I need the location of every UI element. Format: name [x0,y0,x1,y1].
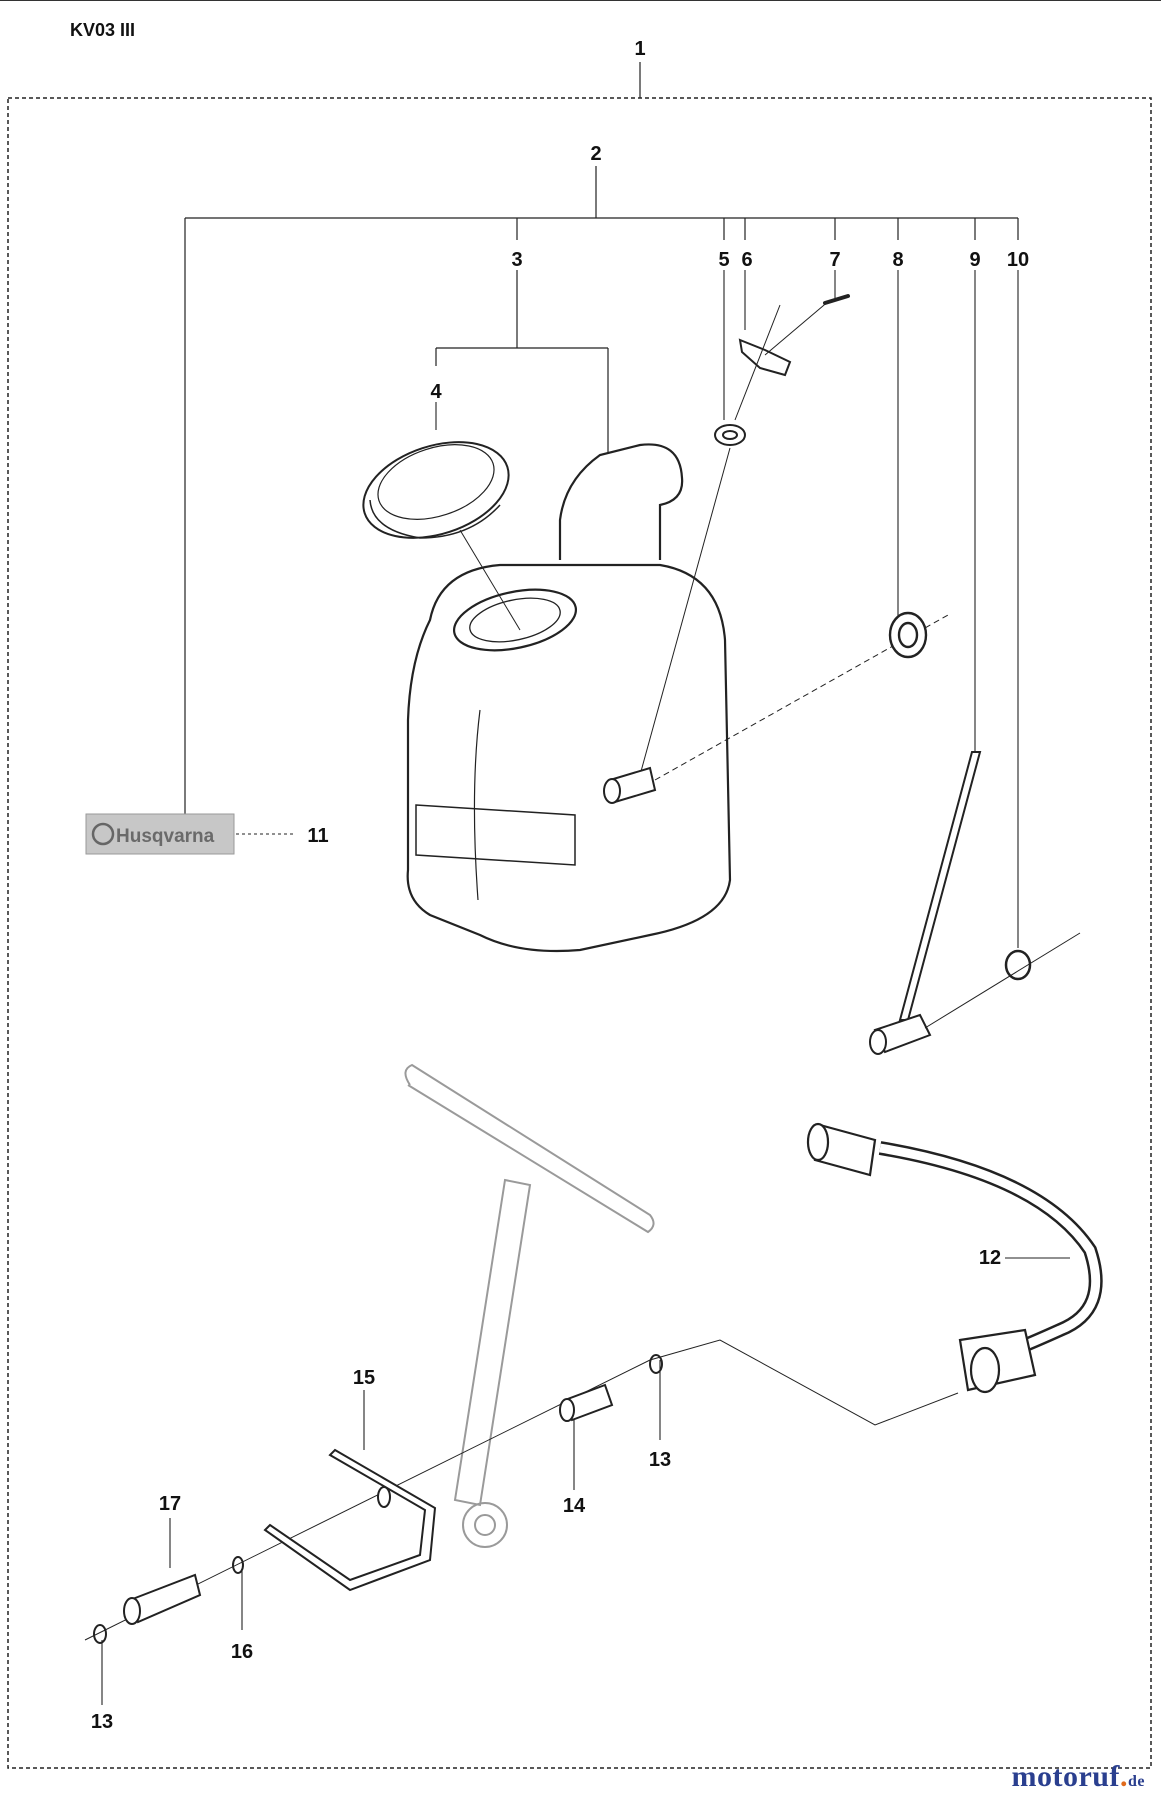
callout-9: 9 [969,249,980,271]
grommet-axis [639,447,731,776]
callout-12: 12 [979,1247,1001,1269]
bracket-part-15 [263,1448,437,1592]
hose [878,1141,1103,1362]
nut-part-8 [888,611,928,659]
pin-axis [764,299,831,356]
callout-7: 7 [829,249,840,271]
watermark-dot: . [1120,1760,1128,1793]
oring-axis-10 [924,932,1081,1029]
husqvarna-crown-icon [91,822,115,846]
watermark: motoruf.de [1012,1760,1145,1794]
watermark-brand: motoruf [1011,1760,1120,1793]
ghost-frame [404,1063,655,1548]
connector-part-14 [559,1383,614,1422]
tank-cap [362,441,510,539]
callout-6: 6 [741,249,752,271]
husqvarna-decal: Husqvarna [85,813,235,855]
hose-coupling-bottom [958,1328,1037,1394]
callout-16: 16 [231,1641,253,1663]
callout-15: 15 [353,1367,375,1389]
top-border-line [0,0,1161,1]
callout-1: 1 [634,38,645,60]
nipple-part-17 [123,1573,202,1625]
callout-4: 4 [430,381,442,403]
valve-fitting [603,766,657,804]
o-ring-part-10 [1004,949,1032,981]
grommet [714,424,746,446]
callout-8: 8 [892,249,903,271]
callout-11: 11 [307,825,328,847]
model-label: KV03 III [70,20,136,40]
o-ring-13b [93,1624,107,1644]
o-ring-13a [649,1354,663,1374]
callout-3: 3 [511,249,522,271]
pin [823,294,850,305]
callout-10: 10 [1007,249,1029,271]
callout-2: 2 [590,143,601,165]
wing-nut [738,338,792,377]
bracket-2 [184,166,1019,815]
assembly-axis [84,1339,959,1641]
leader-lines [101,270,1070,1705]
logo-text: Husqvarna [116,826,215,847]
wing-nut-axis [734,304,781,421]
hose-coupling-top [806,1122,877,1177]
o-ring-16 [232,1556,244,1574]
cap-to-tank-line [459,529,521,631]
assembly-frame [7,97,1152,1769]
callout-13b: 13 [91,1711,113,1733]
watermark-tld: de [1128,1773,1145,1790]
callout-13a: 13 [649,1449,671,1471]
water-tank [406,443,732,953]
callout-14: 14 [563,1495,586,1517]
suction-tube [869,751,982,1055]
callout-17: 17 [159,1493,181,1515]
callout-5: 5 [718,249,729,271]
